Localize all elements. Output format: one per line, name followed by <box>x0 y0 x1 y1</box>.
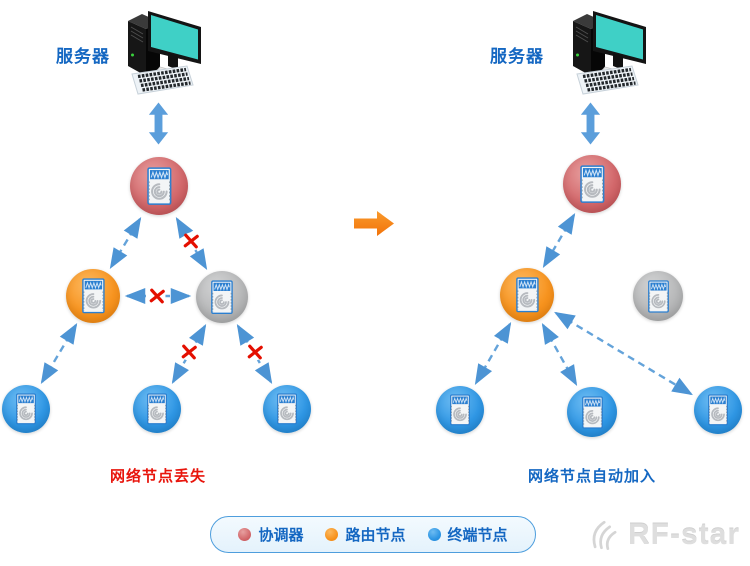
broken-link-x-icon <box>182 232 200 250</box>
module-chip-icon <box>276 393 298 425</box>
legend-label: 路由节点 <box>345 527 406 544</box>
legend-pill: 协调器 路由节点 终端节点 <box>210 516 536 553</box>
terminal-node-1 <box>2 385 50 433</box>
module-chip-icon <box>647 280 670 313</box>
link-left-lost-terminal2 <box>171 324 207 384</box>
terminal-dot-icon <box>427 528 441 541</box>
router-node <box>66 269 120 323</box>
link-right-router-terminal3 <box>554 311 693 396</box>
module-chip-icon <box>81 278 106 314</box>
rf-star-watermark: RF-star <box>586 514 740 556</box>
server-label: 服务器 <box>56 47 110 66</box>
terminal-node-3 <box>694 386 742 434</box>
server-link-arrow-icon <box>148 100 169 147</box>
module-chip-icon <box>146 167 173 205</box>
left-diagram-caption: 网络节点丢失 <box>109 468 206 485</box>
coordinator-node <box>563 155 621 213</box>
link-left-lost-terminal3 <box>236 324 273 384</box>
lost-router-node <box>196 271 248 323</box>
module-chip-icon <box>210 280 234 314</box>
terminal-node-2 <box>133 385 181 433</box>
server-link-arrow-icon <box>580 100 601 147</box>
watermark-swirl-icon <box>592 520 617 550</box>
broken-link-x-icons <box>148 232 264 361</box>
legend-item-terminal: 终端节点 <box>427 524 508 545</box>
module-chip-icon <box>579 165 606 203</box>
legend-item-coordinator: 协调器 <box>238 524 303 545</box>
server-icon <box>549 4 649 96</box>
broken-link-x-icon <box>148 287 166 305</box>
lost-router-node <box>633 271 683 321</box>
module-chip-icon <box>449 394 471 426</box>
module-chip-icon <box>707 394 729 426</box>
left-diagram: 服务器 网络节点丢失 <box>0 0 340 500</box>
right-diagram-caption: 网络节点自动加入 <box>527 468 656 485</box>
module-chip-icon <box>515 277 540 313</box>
link-right-coordinator-router <box>542 213 576 268</box>
module-chip-icon <box>581 396 604 429</box>
router-node <box>500 268 554 322</box>
link-left-coordinator-router <box>109 217 142 269</box>
legend-label: 协调器 <box>258 527 304 544</box>
watermark-text: RF-star <box>628 518 741 551</box>
server-icon <box>104 4 204 96</box>
module-chip-icon <box>146 393 168 425</box>
legend-label: 终端节点 <box>447 527 508 544</box>
legend-item-router: 路由节点 <box>325 524 406 545</box>
terminal-node-1 <box>436 386 484 434</box>
coordinator-node <box>130 157 188 215</box>
terminal-node-2 <box>567 387 617 437</box>
server-label: 服务器 <box>490 47 544 66</box>
broken-link-x-icon <box>246 343 264 361</box>
router-dot-icon <box>325 528 339 541</box>
right-diagram: 服务器 网络节点自动加入 <box>410 0 750 500</box>
terminal-node-3 <box>263 385 311 433</box>
broken-link-x-icon <box>180 343 198 361</box>
transition-arrow-icon <box>354 210 394 237</box>
module-chip-icon <box>15 393 37 425</box>
coordinator-dot-icon <box>238 528 252 541</box>
